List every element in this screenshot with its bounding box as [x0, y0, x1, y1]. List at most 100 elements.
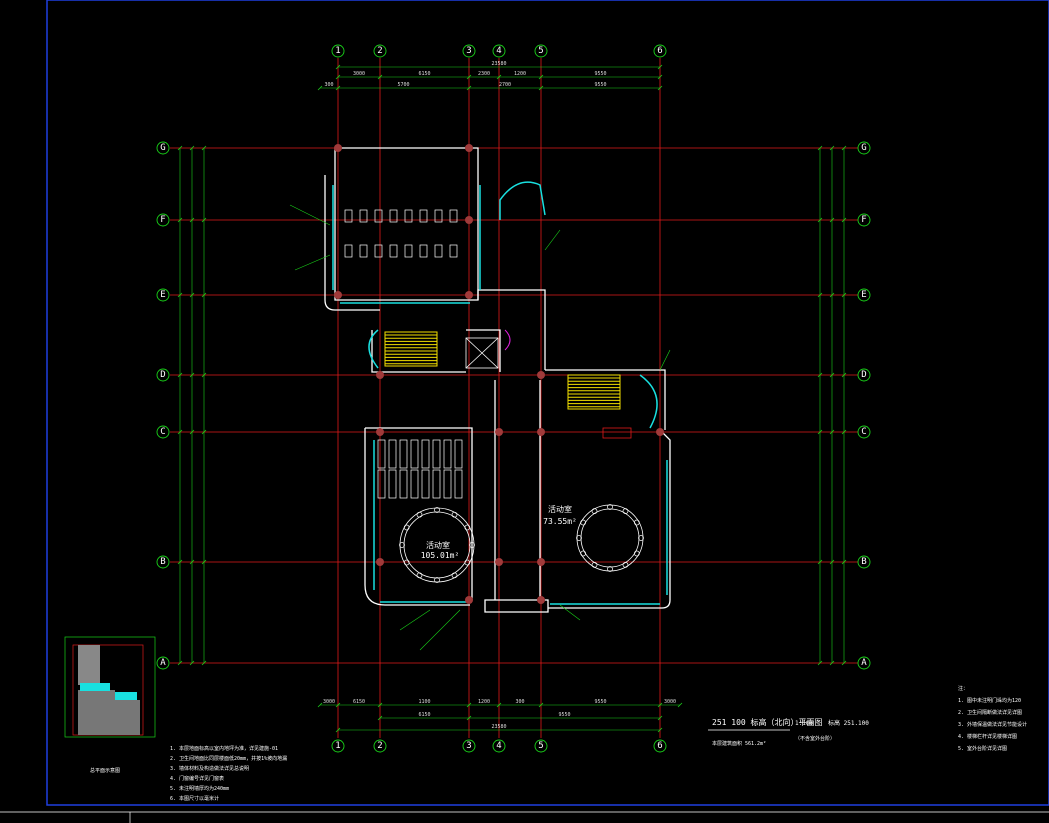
- svg-text:3. 墙体材料及构造做法详见总说明: 3. 墙体材料及构造做法详见总说明: [170, 765, 249, 772]
- svg-text:2. 卫生间隔断做法详见详图: 2. 卫生间隔断做法详见详图: [958, 709, 1022, 716]
- grid-row-label: E: [861, 290, 866, 300]
- grid-row-label: D: [160, 370, 165, 380]
- grid-col-bubble: [492, 739, 506, 753]
- grid-col-bubble: [462, 739, 476, 753]
- column-marker: [465, 144, 473, 152]
- grid-col-bubble: [331, 739, 345, 753]
- grid-col-label: 2: [377, 741, 382, 751]
- grid-col-label: 6: [657, 46, 662, 56]
- dimension-text: 5700: [397, 82, 409, 88]
- column-marker: [537, 428, 545, 436]
- grid-row-bubble: [857, 555, 871, 569]
- dimension-text: 3000: [323, 699, 335, 705]
- grid-row-label: F: [160, 215, 165, 225]
- dimension-text: 3000: [664, 699, 676, 705]
- grid-col-label: 4: [496, 741, 501, 751]
- dimension-text: 9550: [594, 71, 606, 77]
- notes-right: 注： 1. 图中未注明门垛均为120 2. 卫生间隔断做法详见详图 3. 外墙保…: [958, 685, 1027, 752]
- grid-col-bubble: [492, 44, 506, 58]
- door-swing-mark: [504, 329, 511, 351]
- circular-rooms: [399, 504, 644, 583]
- svg-text:4. 门窗编号详见门窗表: 4. 门窗编号详见门窗表: [170, 775, 224, 782]
- dimension-text: 3000: [353, 71, 365, 77]
- grid-col-bubble: [373, 44, 387, 58]
- grid-col-label: 3: [466, 46, 471, 56]
- grid-col-bubble: [653, 44, 667, 58]
- column-marker: [334, 291, 342, 299]
- svg-text:3. 外墙保温做法详见节能设计: 3. 外墙保温做法详见节能设计: [958, 721, 1027, 728]
- dimension-text: 1200: [478, 699, 490, 705]
- stairs: [384, 331, 621, 410]
- grid-row-label: B: [861, 557, 866, 567]
- building-walls: [324, 147, 671, 613]
- room-area-1: 105.01m²: [421, 551, 460, 560]
- dimension-text: 9550: [594, 699, 606, 705]
- revision-cloud: [602, 427, 632, 439]
- grid-row-label: A: [160, 658, 166, 668]
- dimension-text: 6150: [418, 712, 430, 718]
- column-marker: [495, 558, 503, 566]
- drawing-title: 251 100 标高（北向）平面图: [712, 717, 823, 727]
- dimension-text: 6150: [418, 71, 430, 77]
- grid-row-bubble: [156, 213, 170, 227]
- sheet-border: [46, 0, 1049, 806]
- grid-row-bubble: [857, 141, 871, 155]
- svg-text:5. 未注明墙厚均为240mm: 5. 未注明墙厚均为240mm: [170, 785, 229, 792]
- grid-col-bubble: [653, 739, 667, 753]
- column-marker: [334, 144, 342, 152]
- grid-col-bubble: [534, 44, 548, 58]
- grid-col-bubble: [331, 44, 345, 58]
- dimension-text: 23580: [491, 61, 506, 67]
- dimension-text: 9550: [594, 82, 606, 88]
- column-marker: [376, 371, 384, 379]
- glazing-lines: [332, 181, 668, 605]
- dimension-text: 2300: [478, 71, 490, 77]
- grid-row-bubble: [156, 288, 170, 302]
- svg-text:5. 室外台阶详见详图: 5. 室外台阶详见详图: [958, 745, 1007, 752]
- column-marker: [465, 596, 473, 604]
- dimension-text: 1100: [418, 699, 430, 705]
- grid-row-bubble: [156, 425, 170, 439]
- grid-col-label: 5: [538, 46, 543, 56]
- grid-row-label: D: [861, 370, 866, 380]
- grid-row-bubble: [857, 425, 871, 439]
- room-name-2: 活动室: [548, 504, 572, 514]
- grid-row-label: G: [160, 143, 165, 153]
- grid-row-label: A: [861, 658, 867, 668]
- elevator: [465, 337, 499, 369]
- column-marker: [537, 596, 545, 604]
- grid-col-label: 2: [377, 46, 382, 56]
- grid-col-label: 4: [496, 46, 501, 56]
- grid-row-label: G: [861, 143, 866, 153]
- key-plan-label: 总平面示意图: [90, 767, 120, 774]
- grid-col-label: 5: [538, 741, 543, 751]
- room-name-1: 活动室: [426, 540, 450, 550]
- grid-row-bubble: [857, 656, 871, 670]
- key-plan: 总平面示意图: [64, 636, 156, 774]
- svg-text:（不含室外台阶）: （不含室外台阶）: [795, 735, 835, 742]
- title-block: 251 100 标高（北向）平面图 1:100 标高 251.100 本层建筑面…: [708, 717, 869, 747]
- grid-row-bubble: [156, 656, 170, 670]
- annotation-leaders: [289, 204, 671, 651]
- grid-row-label: F: [861, 215, 866, 225]
- grid-row-label: C: [861, 427, 866, 437]
- notes-left: 1. 本层地面标高以室内地坪为准，详见建施-01 2. 卫生间地面比同层楼面低2…: [170, 745, 287, 802]
- grid-row-bubble: [156, 555, 170, 569]
- dimension-text: 23580: [491, 724, 506, 730]
- grid-row-label: E: [160, 290, 165, 300]
- column-marker: [537, 371, 545, 379]
- dimension-text: 9550: [558, 712, 570, 718]
- dimension-text: 6150: [353, 699, 365, 705]
- grid-row-label: C: [160, 427, 165, 437]
- column-marker: [465, 216, 473, 224]
- column-marker: [656, 428, 664, 436]
- grid-row-bubble: [857, 288, 871, 302]
- grid-col-bubble: [373, 739, 387, 753]
- grid-col-bubble: [462, 44, 476, 58]
- svg-text:1. 图中未注明门垛均为120: 1. 图中未注明门垛均为120: [958, 697, 1021, 704]
- column-marker: [465, 291, 473, 299]
- drawing-scale: 1:100: [795, 720, 813, 727]
- room-area-2: 73.55m²: [543, 517, 577, 526]
- svg-text:4. 楼梯栏杆详见楼梯详图: 4. 楼梯栏杆详见楼梯详图: [958, 733, 1017, 740]
